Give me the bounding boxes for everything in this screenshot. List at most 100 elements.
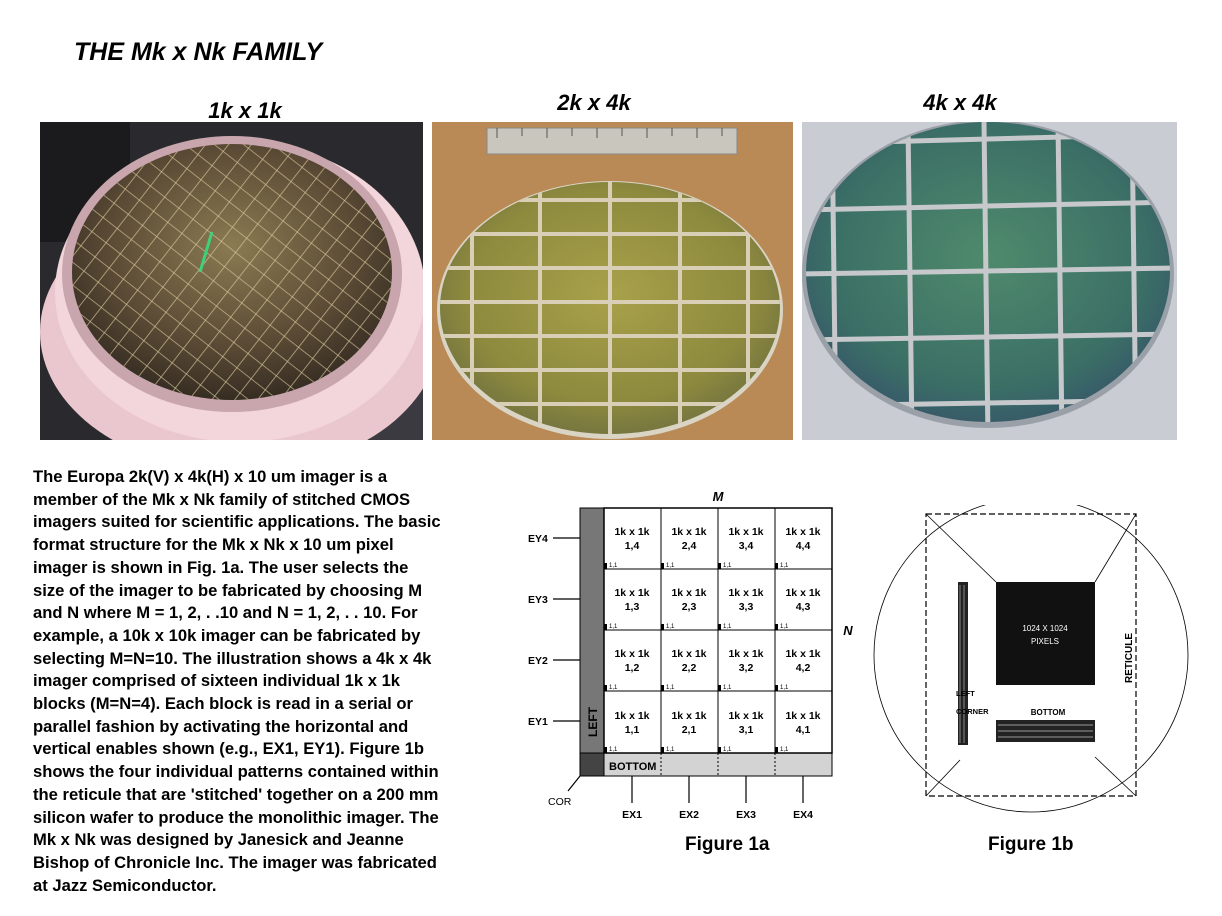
block-cell: 1k x 1k 2,2 1,1 xyxy=(661,648,707,691)
ey2-label: EY2 xyxy=(528,655,548,667)
left-strip xyxy=(579,507,605,754)
block-cell: 1k x 1k 4,3 1,1 xyxy=(775,587,821,630)
svg-text:1k x 1k: 1k x 1k xyxy=(671,526,706,538)
svg-text:1k x 1k: 1k x 1k xyxy=(614,526,649,538)
svg-text:1k x 1k: 1k x 1k xyxy=(671,710,706,722)
svg-text:1,1: 1,1 xyxy=(666,563,675,569)
svg-text:1k x 1k: 1k x 1k xyxy=(728,648,763,660)
body-line: imagers suited for scientific applicatio… xyxy=(33,512,441,532)
ex3-label: EX3 xyxy=(736,809,756,821)
photo-caption-1k-x-1k: 1k x 1k xyxy=(208,98,282,123)
cor-label: COR xyxy=(548,796,572,808)
svg-text:1,1: 1,1 xyxy=(723,685,732,691)
body-line: imager comprised of sixteen individual 1… xyxy=(33,671,401,691)
ex2-label: EX2 xyxy=(679,809,699,821)
svg-text:1,4: 1,4 xyxy=(625,540,640,552)
bottom-pattern-label: BOTTOM xyxy=(1031,708,1066,717)
photo-caption-2k-x-4k: 2k x 4k xyxy=(557,90,631,115)
svg-text:4,3: 4,3 xyxy=(796,601,811,613)
block-cell: 1k x 1k 2,3 1,1 xyxy=(661,587,707,630)
wafer-photo-1k-x-1k xyxy=(40,122,423,440)
ex1-label: EX1 xyxy=(622,809,642,821)
body-line: member of the Mk x Nk family of stitched… xyxy=(33,489,411,509)
svg-text:1,1: 1,1 xyxy=(666,624,675,630)
svg-text:1k x 1k: 1k x 1k xyxy=(785,587,820,599)
body-line: Bishop of Chronicle Inc. The imager was … xyxy=(33,852,437,872)
svg-text:4,2: 4,2 xyxy=(796,662,811,674)
svg-text:1,3: 1,3 xyxy=(625,601,640,613)
svg-text:1,2: 1,2 xyxy=(625,662,640,674)
svg-text:4,1: 4,1 xyxy=(796,724,811,736)
body-line: Mk x Nk was designed by Janesick and Jea… xyxy=(33,830,404,850)
svg-text:3,3: 3,3 xyxy=(739,601,754,613)
svg-text:1k x 1k: 1k x 1k xyxy=(728,587,763,599)
svg-text:3,4: 3,4 xyxy=(739,540,754,552)
body-line: parallel fashion by activating the horiz… xyxy=(33,716,409,736)
body-line: imager is shown in Fig. 1a. The user sel… xyxy=(33,557,409,577)
pixel-array-label-line2: PIXELS xyxy=(1031,637,1059,646)
body-line: vertical enables shown (e.g., EX1, EY1).… xyxy=(33,739,424,759)
svg-text:3,1: 3,1 xyxy=(739,724,754,736)
ey4-label: EY4 xyxy=(528,533,548,545)
ex4-label: EX4 xyxy=(793,809,813,821)
svg-text:1k x 1k: 1k x 1k xyxy=(614,648,649,660)
pixel-array-block xyxy=(996,582,1095,685)
svg-text:1,1: 1,1 xyxy=(780,563,789,569)
svg-text:1,1: 1,1 xyxy=(723,563,732,569)
block-cell: 1k x 1k 1,1 1,1 xyxy=(604,710,650,753)
body-line: The Europa 2k(V) x 4k(H) x 10 um imager … xyxy=(33,467,388,486)
svg-text:1,1: 1,1 xyxy=(723,747,732,753)
figure-1a-diagram: M N LEFT BOTTOM 1k x 1k 1,4 1,1 1k x 1k … xyxy=(528,489,853,821)
n-axis-label: N xyxy=(843,623,853,638)
block-cell: 1k x 1k 1,3 1,1 xyxy=(604,587,650,630)
left-strip-label: LEFT xyxy=(586,706,600,737)
svg-text:1k x 1k: 1k x 1k xyxy=(671,587,706,599)
svg-text:1,1: 1,1 xyxy=(780,685,789,691)
svg-text:1,1: 1,1 xyxy=(609,624,618,630)
left-pattern-label: LEFT xyxy=(956,689,975,698)
block-cell: 1k x 1k 3,2 1,1 xyxy=(718,648,764,691)
body-line: and N where M = 1, 2, . .10 and N = 1, 2… xyxy=(33,603,418,623)
figure-1a-caption: Figure 1a xyxy=(685,834,770,855)
svg-text:2,3: 2,3 xyxy=(682,601,697,613)
svg-text:1k x 1k: 1k x 1k xyxy=(785,710,820,722)
body-line: selecting M=N=10. The illustration shows… xyxy=(33,648,432,668)
svg-text:1k x 1k: 1k x 1k xyxy=(728,526,763,538)
wafer-photo-4k-x-4k xyxy=(802,122,1177,440)
description-paragraph: The Europa 2k(V) x 4k(H) x 10 um imager … xyxy=(33,466,503,897)
svg-text:2,4: 2,4 xyxy=(682,540,697,552)
block-cell: 1k x 1k 4,4 1,1 xyxy=(775,526,821,569)
wafer-photo-2k-x-4k xyxy=(432,122,793,440)
page-title: THE Mk x Nk FAMILY xyxy=(74,38,323,66)
svg-text:2,2: 2,2 xyxy=(682,662,697,674)
svg-text:1k x 1k: 1k x 1k xyxy=(728,710,763,722)
m-axis-label: M xyxy=(713,489,725,504)
svg-text:1k x 1k: 1k x 1k xyxy=(614,710,649,722)
corner-block xyxy=(579,752,605,777)
reticule-label: RETICULE xyxy=(1124,633,1135,683)
wafer-outline xyxy=(873,505,1189,813)
figure-1b-diagram: 1024 X 1024 PIXELS LEFT CORNER BOTTOM RE… xyxy=(873,505,1189,813)
corner-pattern-label: CORNER xyxy=(956,707,989,716)
body-line: the reticule that are 'stitched' togethe… xyxy=(33,784,439,804)
svg-text:1k x 1k: 1k x 1k xyxy=(614,587,649,599)
body-line: format structure for the Mk x Nk x 10 um… xyxy=(33,535,394,555)
body-line: size of the imager to be fabricated by c… xyxy=(33,580,423,600)
svg-text:1k x 1k: 1k x 1k xyxy=(785,526,820,538)
block-cell: 1k x 1k 4,1 1,1 xyxy=(775,710,821,753)
svg-text:1,1: 1,1 xyxy=(609,747,618,753)
figure-1b-caption: Figure 1b xyxy=(988,834,1074,855)
bottom-strip-label: BOTTOM xyxy=(609,761,656,773)
svg-text:2,1: 2,1 xyxy=(682,724,697,736)
svg-text:1,1: 1,1 xyxy=(780,747,789,753)
svg-text:1k x 1k: 1k x 1k xyxy=(785,648,820,660)
svg-text:1,1: 1,1 xyxy=(666,685,675,691)
svg-text:1,1: 1,1 xyxy=(780,624,789,630)
block-cell: 1k x 1k 1,2 1,1 xyxy=(604,648,650,691)
svg-text:1,1: 1,1 xyxy=(723,624,732,630)
body-line: example, a 10k x 10k imager can be fabri… xyxy=(33,625,421,645)
block-cell: 1k x 1k 1,4 1,1 xyxy=(604,526,650,569)
body-line: at Jazz Semiconductor. xyxy=(33,875,217,895)
ey3-label: EY3 xyxy=(528,594,548,606)
svg-text:1k x 1k: 1k x 1k xyxy=(671,648,706,660)
